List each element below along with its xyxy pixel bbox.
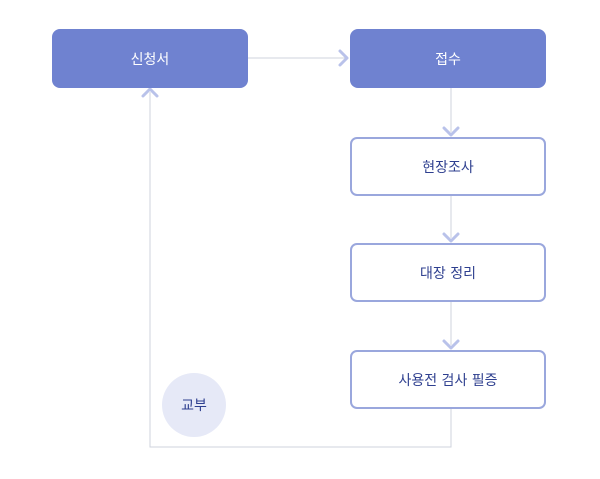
node-application-label: 신청서 <box>130 51 170 68</box>
node-inspection: 사용전 검사 필증 <box>350 350 546 409</box>
node-site-survey-label: 현장조사 <box>422 159 474 176</box>
node-reception-label: 접수 <box>435 51 461 68</box>
node-reception: 접수 <box>350 29 546 88</box>
arrowhead-down-icon <box>442 126 460 137</box>
arrowhead-up-icon <box>141 87 159 98</box>
node-ledger: 대장 정리 <box>350 243 546 302</box>
node-application: 신청서 <box>52 29 248 88</box>
node-issuance: 교부 <box>162 373 226 437</box>
arrowhead-down-icon <box>442 339 460 350</box>
arrowhead-right-icon <box>338 49 349 67</box>
edge-inspection-to-application <box>149 92 452 448</box>
arrowhead-down-icon <box>442 232 460 243</box>
node-inspection-label: 사용전 검사 필증 <box>398 372 498 389</box>
node-site-survey: 현장조사 <box>350 137 546 196</box>
node-issuance-label: 교부 <box>181 398 207 414</box>
node-ledger-label: 대장 정리 <box>420 265 476 282</box>
